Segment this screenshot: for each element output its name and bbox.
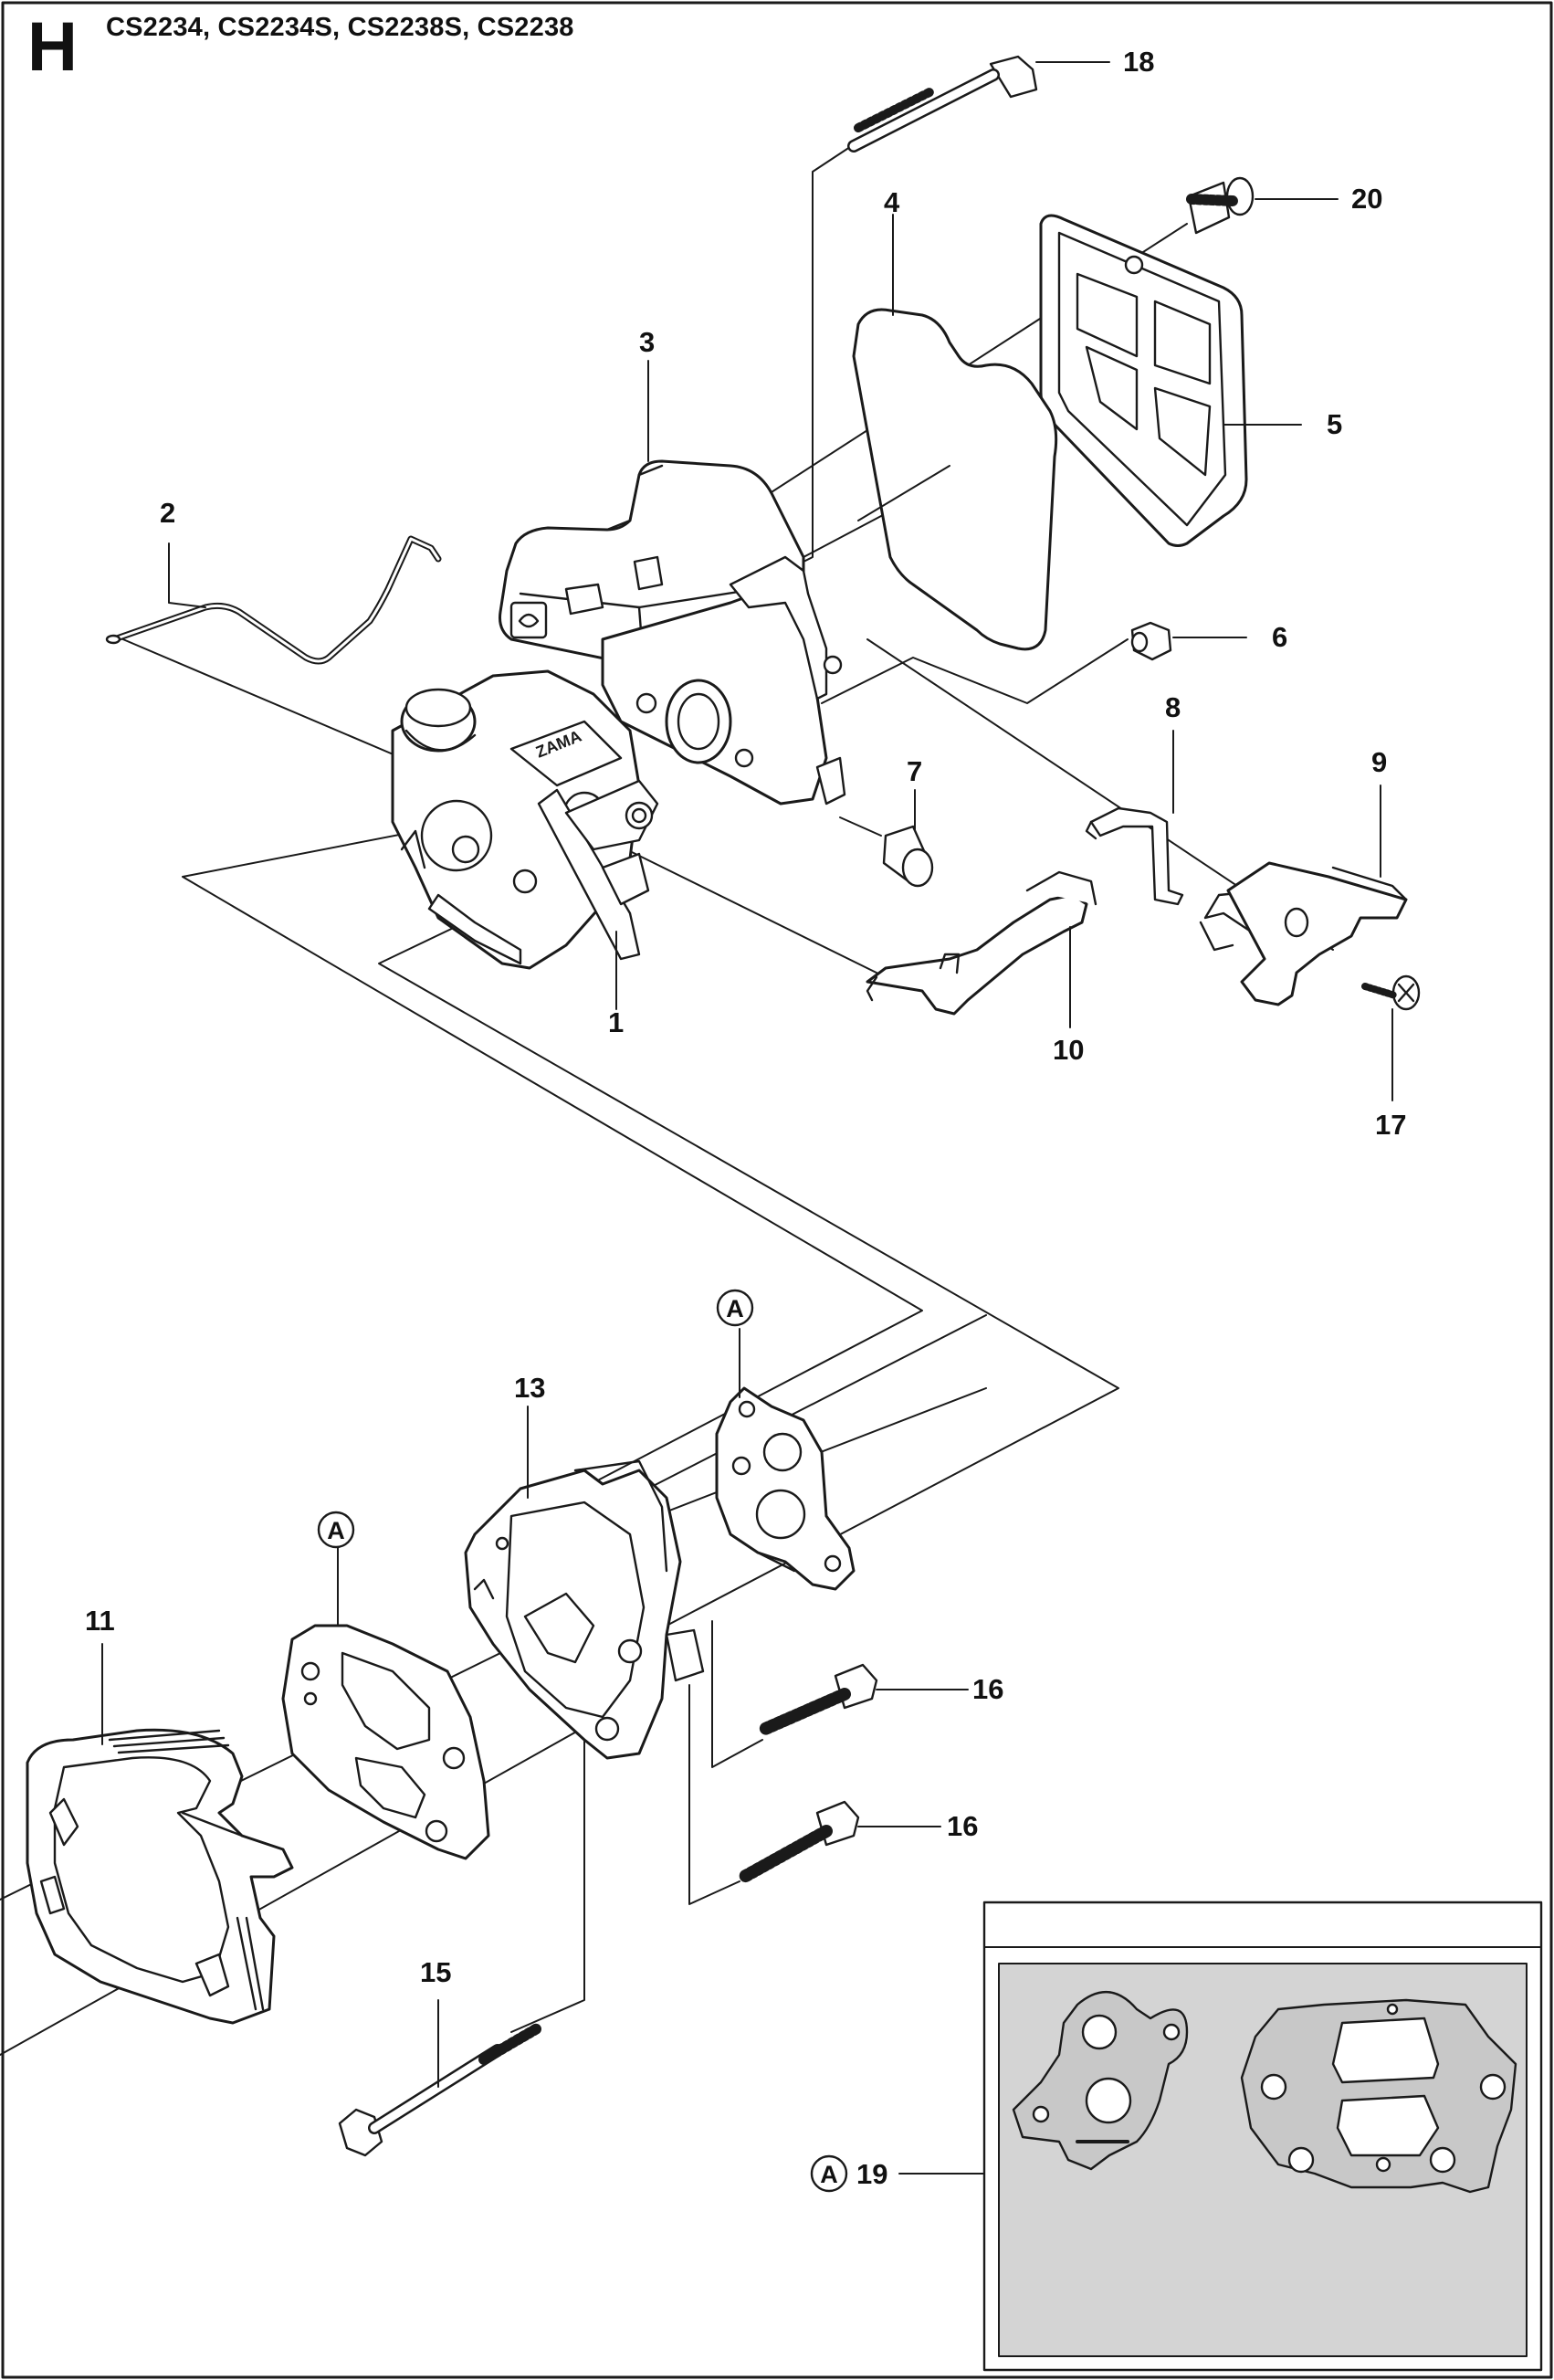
part-19-gasket-kit-inset bbox=[982, 1901, 1543, 2372]
callout-leaders bbox=[101, 61, 1393, 2175]
callout-19: 19 bbox=[856, 2158, 887, 2190]
callout-18: 18 bbox=[1123, 46, 1154, 78]
callout-7: 7 bbox=[907, 755, 922, 787]
callout-17: 17 bbox=[1375, 1109, 1406, 1141]
callout-16-lower: 16 bbox=[947, 1810, 978, 1842]
callout-9: 9 bbox=[1371, 746, 1387, 778]
part-4-air-filter bbox=[852, 308, 1058, 651]
callout-8: 8 bbox=[1165, 691, 1181, 723]
callout-13: 13 bbox=[514, 1372, 545, 1404]
part-18-long-bolt bbox=[847, 55, 1038, 153]
marker-a-inset-circle bbox=[810, 2154, 848, 2193]
part-20-screw bbox=[1186, 176, 1255, 235]
callout-11: 11 bbox=[85, 1605, 115, 1637]
part-16-bolt-lower bbox=[738, 1800, 860, 1883]
callout-6: 6 bbox=[1272, 621, 1287, 653]
part-3-carburetor-housing bbox=[499, 459, 846, 806]
reference-markers: A A A bbox=[317, 1289, 848, 2193]
part-15-long-bolt bbox=[338, 2022, 544, 2157]
marker-a-upper-circle bbox=[716, 1289, 754, 1327]
marker-a-middle-circle bbox=[317, 1511, 355, 1549]
callout-5: 5 bbox=[1327, 408, 1342, 440]
part-17-screw bbox=[1361, 974, 1421, 1011]
marker-a-inset: A bbox=[820, 2161, 838, 2188]
brand-logo-icon bbox=[509, 601, 548, 639]
callout-1: 1 bbox=[608, 1006, 624, 1038]
part-10-throttle-rod bbox=[866, 870, 1097, 1016]
model-list: CS2234, CS2234S, CS2238S, CS2238 bbox=[106, 13, 574, 42]
part-7-bushing bbox=[839, 816, 934, 888]
part-a-gasket-upper bbox=[715, 1386, 856, 1591]
part-5-filter-cover bbox=[1039, 214, 1248, 547]
part-6-nut bbox=[1130, 621, 1172, 661]
part-13-intake-manifold bbox=[464, 1459, 705, 1760]
callout-16-upper: 16 bbox=[972, 1673, 1003, 1705]
section-letter: H bbox=[27, 8, 78, 86]
callout-10: 10 bbox=[1053, 1034, 1084, 1066]
part-8-choke-bracket bbox=[1085, 806, 1184, 906]
callout-3: 3 bbox=[639, 326, 655, 358]
part-a-gasket-lower bbox=[281, 1624, 490, 1860]
marker-a-middle: A bbox=[327, 1517, 345, 1544]
part-2-link-rod bbox=[105, 535, 442, 665]
part-11-flange bbox=[26, 1728, 294, 2025]
callout-4: 4 bbox=[884, 186, 900, 218]
part-1-carburetor: ZAMA bbox=[391, 669, 659, 970]
callout-2: 2 bbox=[160, 497, 175, 529]
part-16-bolt-upper bbox=[759, 1663, 878, 1735]
callout-labels: 18 20 4 3 5 2 6 8 9 7 1 10 17 13 11 16 1… bbox=[85, 46, 1406, 2190]
callout-15: 15 bbox=[420, 1956, 451, 1988]
marker-a-upper: A bbox=[726, 1295, 744, 1322]
part-9-choke-lever bbox=[1199, 861, 1408, 1006]
callout-20: 20 bbox=[1351, 183, 1382, 215]
